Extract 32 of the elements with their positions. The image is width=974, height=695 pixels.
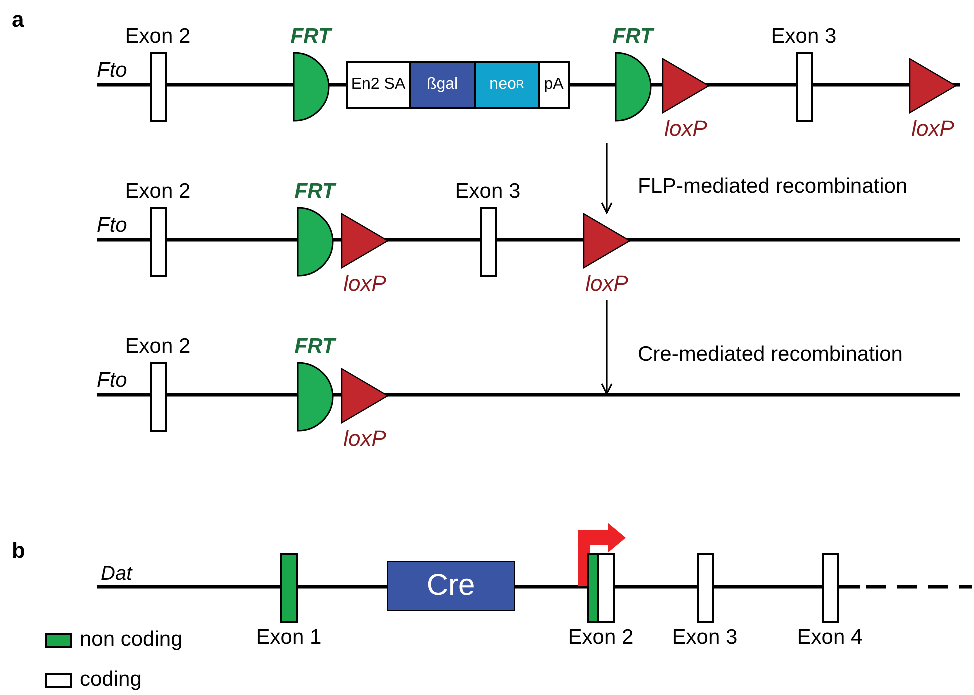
exon-label: Exon 3	[672, 626, 738, 650]
gene-name: Fto	[97, 214, 128, 238]
exon-label: Exon 2	[125, 25, 191, 49]
legend-label: non coding	[80, 628, 183, 652]
loxp-label: loxP	[586, 272, 628, 296]
gene-name: Fto	[97, 369, 128, 393]
exon-label: Exon 3	[455, 180, 521, 204]
gene-name: Fto	[97, 59, 128, 83]
panel-letter: a	[12, 8, 24, 32]
cassette-box: En2 SA	[346, 61, 411, 109]
loxp-label: loxP	[344, 272, 386, 296]
exon-label: Exon 2	[125, 180, 191, 204]
cre-gene-box: Cre	[387, 561, 515, 611]
panel-letter: b	[12, 539, 26, 563]
frt-label: FRT	[612, 25, 654, 49]
exon-label: Exon 3	[771, 25, 837, 49]
cassette-box: pA	[538, 61, 570, 109]
loxp-label: loxP	[912, 117, 954, 141]
frt-label: FRT	[294, 335, 336, 359]
exon-label: Exon 2	[568, 626, 634, 650]
arrow	[601, 300, 613, 395]
cassette-box: ßgal	[409, 61, 476, 109]
frt-label: FRT	[290, 25, 332, 49]
exon-label: Exon 2	[125, 335, 191, 359]
loxp-label: loxP	[664, 117, 708, 141]
exon-label: Exon 4	[797, 626, 863, 650]
legend-label: coding	[80, 668, 142, 692]
gene-name: Dat	[101, 562, 132, 586]
frt-label: FRT	[294, 180, 336, 204]
exon-label: Exon 1	[256, 626, 322, 650]
arrow	[601, 143, 613, 214]
loxp-label: loxP	[344, 427, 386, 451]
